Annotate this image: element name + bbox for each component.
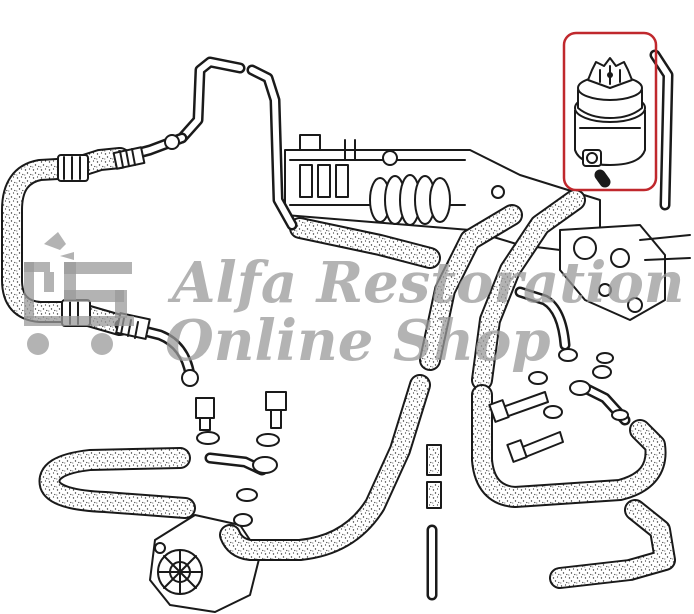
banjo-bolt-left [195, 397, 220, 445]
hose-short-piece-1 [426, 444, 442, 476]
power-steering-pump [149, 514, 261, 613]
reservoir-cap [587, 57, 633, 89]
pipe-top-center [246, 64, 298, 231]
hose-center-diagonal [419, 204, 523, 371]
hose-right-u-loop [471, 384, 667, 508]
fittings [57, 134, 629, 527]
hose-pump-return [219, 374, 431, 561]
rack-gaiter [369, 174, 451, 226]
steering-rack [284, 134, 691, 321]
watermark: Alfa Restoration Online Shop [24, 232, 685, 374]
hose-short-piece-2 [426, 481, 442, 509]
hose-feed-from-reservoir [471, 189, 586, 391]
cart-logo-icon [24, 232, 134, 355]
fluid-reservoir [574, 57, 646, 188]
pipe-top-left-loop [176, 56, 246, 144]
threaded-union-upper [112, 146, 146, 170]
watermark-line-1: Alfa Restoration [167, 250, 685, 316]
hose-clamp-upper-left [57, 154, 89, 182]
hose-return-under-rack [289, 217, 441, 269]
pipe-left-lower-run [114, 319, 196, 381]
watermark-line-2: Online Shop [165, 308, 551, 374]
bolts-right [488, 348, 629, 463]
reservoir-highlight-box [562, 31, 658, 192]
hose-bottom-left-loop [38, 447, 196, 519]
hose-bottom-right [549, 499, 676, 589]
banjo-bolt-center [252, 391, 287, 474]
pipe-rack-to-right [514, 286, 571, 351]
steering-valve-housing [559, 224, 691, 321]
